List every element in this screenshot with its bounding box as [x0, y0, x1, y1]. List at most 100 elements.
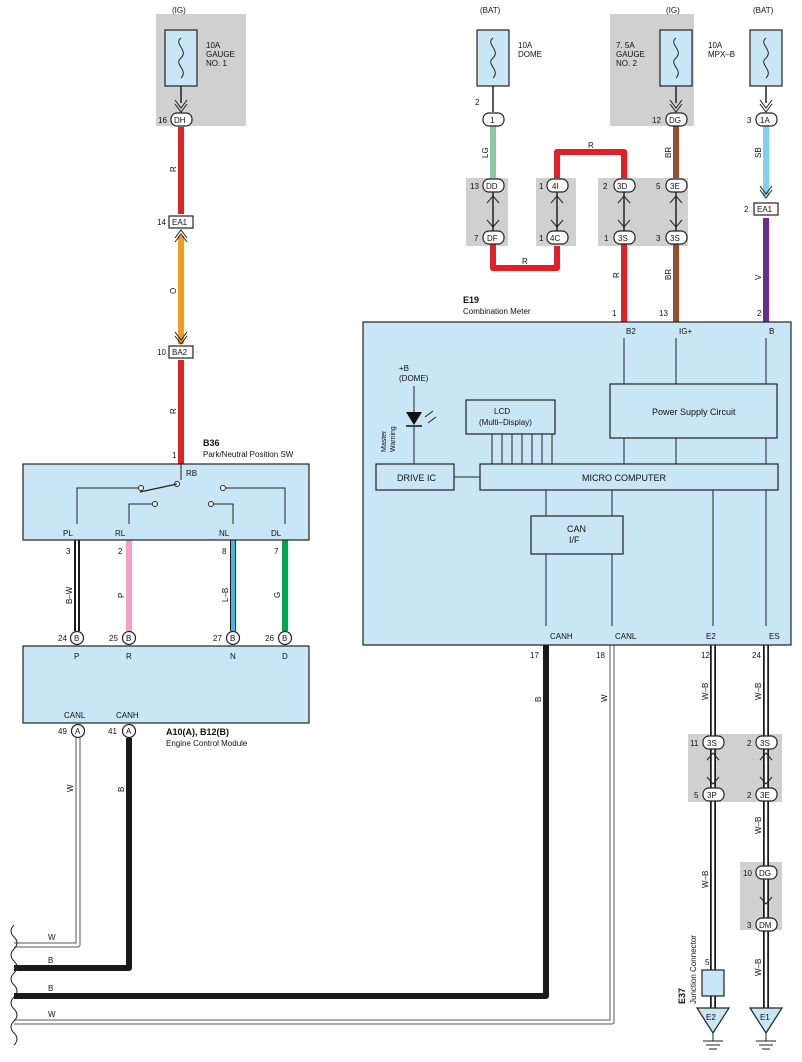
label-r-bottom: R	[522, 257, 528, 266]
lcd-label1: LCD	[494, 407, 510, 416]
pnp-rb-label: RB	[186, 469, 197, 478]
meter-code: E19	[463, 295, 479, 305]
ea1-right-label: EA1	[757, 205, 773, 214]
ba2-label: BA2	[172, 348, 188, 357]
label-r-top: R	[588, 141, 594, 150]
label-br1: BR	[664, 147, 673, 158]
can-label1: CAN	[567, 524, 586, 534]
ground-e1-symbol	[748, 1007, 784, 1035]
ecm-pin-27	[225, 630, 241, 646]
pnp-pl-label: PL	[63, 529, 73, 538]
pin-3e-top-num: 5	[656, 182, 661, 191]
pin-4i-num: 1	[539, 182, 544, 191]
pin-dm-label: DM	[759, 921, 772, 930]
pnp-top-pin: 1	[172, 451, 177, 460]
meter-name: Combination Meter	[463, 307, 531, 316]
label-lb: L–B	[221, 588, 230, 602]
pin-3s-a-label: 3S	[618, 234, 628, 243]
ecm-pin-p-label: P	[74, 652, 79, 661]
can-label2: I/F	[569, 535, 580, 545]
label-bw: B–W	[65, 586, 74, 604]
junction-pin: 5	[705, 958, 710, 967]
pin-3d-num: 2	[603, 182, 608, 191]
ground-e1-label: E1	[760, 1013, 770, 1022]
pin-3p-num: 5	[694, 791, 699, 800]
pin-df-label: DF	[487, 234, 498, 243]
pin-3s-d-num: 2	[747, 739, 752, 748]
fuse-gauge2-source: (IG)	[666, 6, 680, 15]
ecm-pin-41-conn: A	[126, 727, 132, 736]
fuse-dome-name1: DOME	[518, 50, 542, 59]
power-supply-label: Power Supply Circuit	[652, 407, 736, 417]
label-wb2: W–B	[754, 683, 763, 700]
pin-3s-d-label: 3S	[760, 739, 770, 748]
ground-e2-earth-icon	[703, 1033, 723, 1050]
label-lg: LG	[481, 147, 490, 158]
master-warning-led-icon	[406, 412, 422, 425]
pin-3e-top-label: 3E	[670, 182, 680, 191]
pin-4c-label: 4C	[550, 234, 560, 243]
pin-3e-bot	[755, 787, 778, 802]
pin-1a-label: 1A	[760, 116, 770, 125]
ecm-pin-r-label: R	[126, 652, 132, 661]
label-wb3: W–B	[754, 817, 763, 834]
fuse-gauge2-rating: 7. 5A	[616, 41, 635, 50]
pin-3s-d	[755, 735, 778, 750]
label-w-ecm: W	[66, 784, 75, 792]
pnp-rl-num: 2	[118, 547, 123, 556]
ecm-pin-26-num: 26	[265, 634, 274, 643]
lcd-box	[465, 399, 556, 435]
ba2-num: 10	[157, 348, 166, 357]
fuse-gauge2-name1: GAUGE	[616, 50, 645, 59]
pin-4c	[546, 230, 569, 245]
ecm-pin-49-conn: A	[75, 727, 81, 736]
ecm-box	[22, 645, 310, 724]
wire-w-meter-canl	[14, 645, 614, 1024]
pin-3e-bot-num: 2	[747, 791, 752, 800]
fuse-mpxb-source: (BAT)	[753, 6, 774, 15]
pin-dm-num: 3	[747, 921, 752, 930]
pin-dg-low-num: 10	[743, 869, 752, 878]
label-br2: BR	[664, 269, 673, 280]
label-r-meter: R	[612, 272, 621, 278]
meter-e2-label: E2	[706, 632, 716, 641]
arrows-3s-3p	[706, 752, 720, 785]
wire-b-ecm-canh	[14, 738, 132, 971]
ecm-canl-label: CANL	[64, 711, 86, 720]
pin-dg-low-label: DG	[759, 869, 771, 878]
pin-1a-num: 3	[747, 116, 752, 125]
switch-blade	[139, 483, 178, 493]
junction-code: E37	[677, 988, 687, 1004]
label-bus-w1: W	[48, 933, 56, 942]
pin-3s-c-num: 11	[690, 739, 699, 748]
fuse-mpxb-rating: 10A	[708, 41, 723, 50]
pin-3d-label: 3D	[617, 182, 627, 191]
label-g: G	[273, 592, 282, 598]
wire-r-loop-bottom	[490, 244, 560, 271]
pnp-pl-num: 3	[66, 547, 71, 556]
meter-pin2-label: B	[769, 327, 774, 336]
lcd-bus-lines	[491, 434, 553, 464]
ground-e1-earth-icon	[756, 1033, 776, 1050]
label-r2: R	[169, 408, 178, 414]
meter-pin13-num: 13	[659, 309, 668, 318]
fuse-dome-source: (BAT)	[480, 6, 501, 15]
label-v: V	[754, 274, 763, 280]
connector-ea1-right	[753, 185, 779, 216]
pin-3p-label: 3P	[707, 791, 717, 800]
ecm-pin-27-num: 27	[213, 634, 222, 643]
label-bus-b1: B	[48, 956, 53, 965]
meter-pin13-label: IG+	[679, 327, 692, 336]
ecm-pin-26	[277, 630, 293, 646]
pnp-code: B36	[203, 438, 220, 448]
fuse-mpxb-name1: MPX–B	[708, 50, 735, 59]
ecm-pin-25-conn: B	[126, 634, 131, 643]
fuse-gauge1	[164, 29, 198, 113]
can-if-box	[530, 515, 624, 555]
pin-df-num: 7	[474, 234, 479, 243]
fuse-dome-rating: 10A	[518, 41, 533, 50]
fuse-gauge1-rating: 10A	[206, 41, 221, 50]
pin-3s-b	[665, 230, 688, 245]
label-wb4: W–B	[701, 871, 710, 888]
micro-computer-label: MICRO COMPUTER	[582, 473, 666, 483]
